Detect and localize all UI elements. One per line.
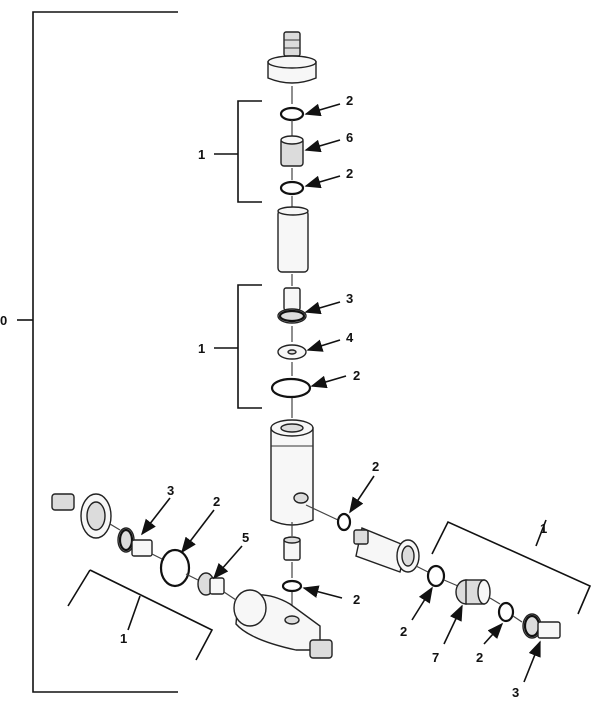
callout-part-2: 2: [372, 459, 379, 474]
kit-bracket-left: [67, 569, 214, 661]
callout-part-3: 3: [512, 685, 519, 700]
tee-body: [270, 419, 314, 526]
callout-part-4: 4: [346, 330, 354, 345]
top-end-cap: [267, 31, 317, 84]
o-ring: [281, 579, 303, 593]
o-ring: [279, 180, 305, 196]
callout-part-2: 2: [346, 93, 353, 108]
kit-bracket-right: [431, 520, 592, 615]
stem-part-3: [277, 287, 307, 324]
assembly-bracket: 0: [0, 11, 178, 693]
callout-part-3: 3: [167, 483, 174, 498]
o-ring: [426, 564, 446, 588]
tube-body: [277, 206, 309, 273]
callout-part-2: 2: [353, 368, 360, 383]
callout-kit-right: 1: [540, 521, 547, 536]
callout-part-3: 3: [346, 291, 353, 306]
callout-part-2: 2: [213, 494, 220, 509]
o-ring: [279, 106, 305, 122]
callout-kit-left: 1: [120, 631, 127, 646]
callout-kit-middle: 1: [198, 341, 205, 356]
callout-part-5: 5: [242, 530, 249, 545]
left-end-cap: [51, 493, 112, 539]
callout-part-2: 2: [400, 624, 407, 639]
large-o-ring: [270, 377, 312, 399]
right-stem-part-3: [522, 613, 561, 639]
lower-fitting: [283, 536, 301, 561]
callout-assembly: 0: [0, 313, 7, 328]
callout-part-2: 2: [353, 592, 360, 607]
leader-arrows: [141, 103, 541, 683]
kit-bracket-top: [237, 100, 262, 203]
callout-part-6: 6: [346, 130, 353, 145]
check-valve-part-6: [280, 135, 304, 167]
check-part-7: [455, 579, 491, 605]
callout-kit-top: 1: [198, 147, 205, 162]
callout-part-2: 2: [476, 650, 483, 665]
large-o-ring: [159, 548, 191, 588]
kit-bracket-middle: [237, 284, 262, 409]
left-fitting-part-5: [197, 572, 225, 596]
o-ring: [336, 512, 352, 532]
callout-part-7: 7: [432, 650, 439, 665]
left-stem-part-3: [117, 527, 153, 557]
right-fitting-body: [353, 527, 420, 573]
disc-part-4: [277, 344, 307, 360]
callout-part-2: 2: [346, 166, 353, 181]
lower-elbow-body: [233, 589, 333, 659]
o-ring: [497, 601, 515, 623]
